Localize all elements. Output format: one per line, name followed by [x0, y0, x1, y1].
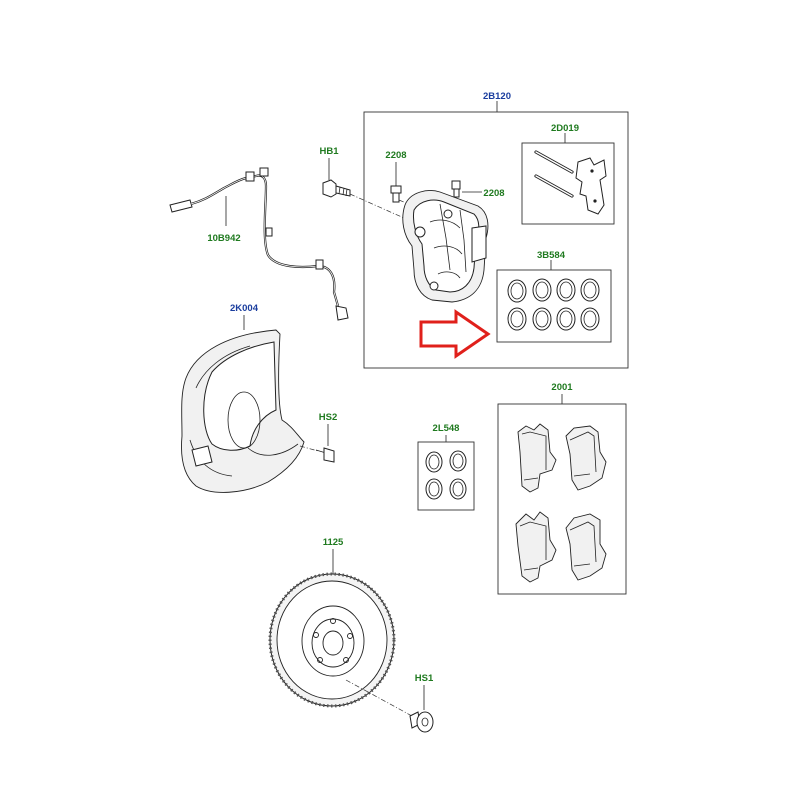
label-bleed-screw-left[interactable]: 2208 [385, 150, 406, 161]
caliper-group-box [363, 111, 629, 369]
pad-set-box [497, 403, 627, 595]
brake-pad [515, 511, 557, 583]
brake-pad [565, 425, 607, 491]
label-bolt-hs1[interactable]: HS1 [415, 673, 434, 684]
bolt-hs1 [409, 711, 434, 733]
label-bleed-screw-right[interactable]: 2208 [483, 188, 504, 199]
red-outline-arrow-icon [419, 309, 491, 359]
brake-wear-sensor [169, 167, 349, 321]
piston-seals [507, 278, 600, 331]
seal-kit-small-box [417, 441, 475, 511]
pin-kit-box [521, 142, 615, 225]
bolt-hs2 [299, 445, 335, 463]
caliper-seals-small [425, 450, 467, 500]
brake-dust-shield [181, 329, 305, 493]
label-pad-set[interactable]: 2001 [551, 382, 573, 393]
label-bolt-hs2[interactable]: HS2 [319, 412, 337, 423]
anti-rattle-clip [575, 157, 607, 215]
label-seal-kit[interactable]: 3B584 [537, 250, 566, 261]
label-caliper-kit[interactable]: 2B120 [483, 91, 511, 102]
label-wear-sensor[interactable]: 10B942 [207, 233, 240, 244]
brake-pad [517, 423, 557, 493]
label-pin-kit[interactable]: 2D019 [551, 123, 579, 134]
bolt-hb1 [322, 179, 405, 219]
brake-pads [515, 423, 607, 583]
caliper-group: 2B120 2D019 2208 2208 [363, 91, 629, 369]
brake-pad [565, 513, 607, 581]
brake-disc [268, 572, 413, 717]
label-shield[interactable]: 2K004 [230, 303, 259, 314]
seal-kit-box [496, 269, 612, 343]
bleed-screw-right [451, 180, 461, 198]
label-seal-kit-small[interactable]: 2L548 [433, 423, 460, 434]
brake-caliper [402, 190, 489, 303]
guide-pins [534, 150, 574, 198]
label-bolt-hb1[interactable]: HB1 [319, 146, 339, 157]
label-disc[interactable]: 1125 [323, 537, 344, 548]
